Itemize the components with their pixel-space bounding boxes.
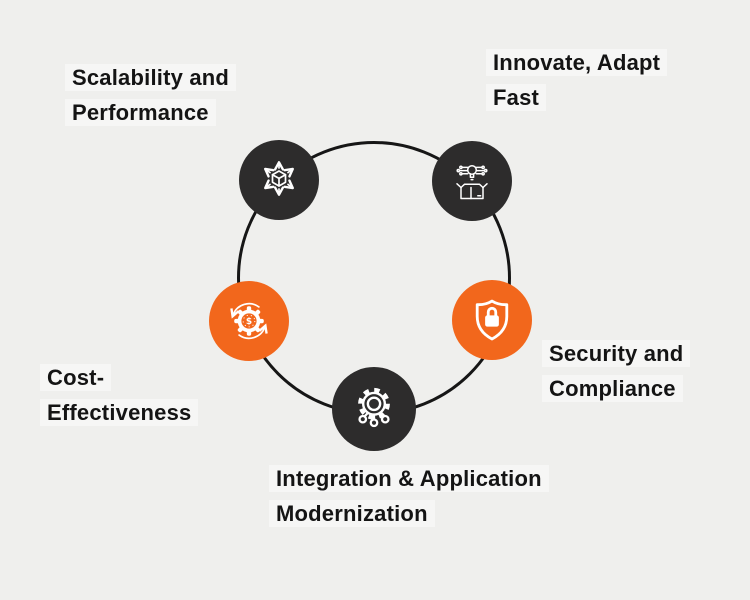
label-text: Security and Compliance [542, 340, 691, 402]
label-security-compliance: Security and Compliance [542, 336, 691, 406]
label-text: Integration & Application Modernization [269, 465, 549, 527]
shield-lock-icon [475, 299, 509, 341]
node-security-compliance [452, 280, 532, 360]
gear-network-icon [358, 387, 390, 428]
label-cost-effectiveness: Cost- Effectiveness [40, 360, 199, 430]
node-cost-effectiveness: $ [209, 281, 289, 361]
idea-out-of-box-icon [456, 164, 488, 200]
gear-dollar-cycle-icon: $ [224, 302, 274, 340]
label-text: Scalability and Performance [65, 64, 237, 126]
label-integration-modernization: Integration & Application Modernization [269, 461, 549, 531]
node-integration-modernization [332, 367, 416, 451]
label-innovate-adapt: Innovate, Adapt Fast [486, 45, 668, 115]
cube-scale-out-icon [264, 161, 294, 196]
dollar-glyph: $ [246, 317, 252, 327]
label-text: Cost- Effectiveness [40, 364, 199, 426]
label-scalability-performance: Scalability and Performance [65, 60, 237, 130]
node-scalability-performance [239, 140, 319, 220]
node-innovate-adapt [432, 141, 512, 221]
label-text: Innovate, Adapt Fast [486, 49, 668, 111]
